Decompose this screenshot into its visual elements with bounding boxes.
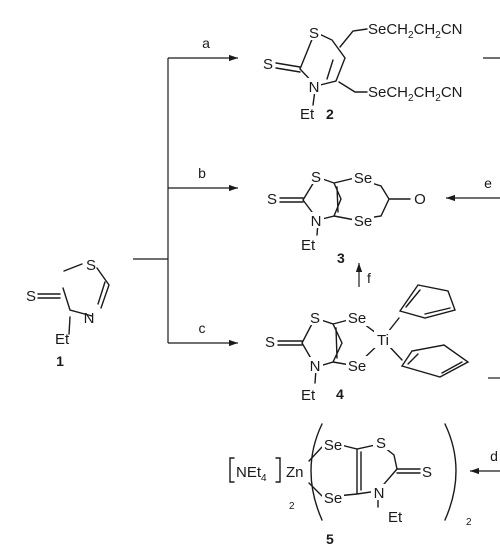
c5-zinc: Zn — [286, 464, 304, 481]
c2-substituent-top: SeCH2CH2CN — [368, 21, 462, 41]
c5-ring-sulfur: S — [376, 435, 386, 452]
c4-nitrogen: N — [310, 358, 321, 375]
c2-number: 2 — [326, 106, 334, 122]
c5-cation: NEt4 — [236, 464, 267, 484]
c3-thione-sulfur: S — [267, 191, 277, 208]
c4-selenium-top: Se — [348, 310, 366, 327]
compound-1: S S N Et 1 — [26, 257, 110, 369]
c1-ring-sulfur: S — [86, 257, 96, 274]
c3-ethyl: Et — [301, 237, 316, 254]
c5-nitrogen: N — [374, 485, 385, 502]
c1-number: 1 — [56, 353, 64, 369]
c5-ethyl: Et — [388, 509, 403, 526]
c4-bonds — [277, 317, 403, 384]
c1-nitrogen: N — [84, 310, 95, 327]
arrow-a-label: a — [202, 35, 210, 51]
c5-cation-bracket — [229, 457, 281, 483]
c1-ethyl: Et — [55, 331, 70, 348]
c3-oxygen: O — [414, 191, 426, 208]
c2-thione-sulfur: S — [263, 56, 273, 73]
c3-number: 3 — [337, 250, 345, 266]
c2-ring-sulfur: S — [309, 25, 319, 42]
c5-selenium-top: Se — [324, 437, 342, 454]
c2-bonds — [275, 28, 368, 106]
cp-ring-top-icon — [398, 284, 456, 319]
c4-selenium-bottom: Se — [348, 358, 366, 375]
arrow-e-label: e — [484, 175, 492, 191]
c5-left-parenthesis — [310, 423, 323, 521]
c5-thione-sulfur: S — [422, 464, 432, 481]
c4-ring-sulfur: S — [310, 310, 320, 327]
compound-5: NEt4 Zn 2 2 Se Se S S N Et 5 d — [229, 423, 500, 547]
compound-2: S S N Et 2 SeCH2CH2CN SeCH2CH2CN — [263, 21, 500, 123]
c4-number: 4 — [336, 386, 344, 402]
branch-arrows: a b c — [133, 35, 238, 347]
compound-4: S S N Se Se Ti Et 4 — [265, 284, 500, 404]
compound-3: S S N Se Se O Et 3 e — [267, 168, 500, 266]
c1-thione-sulfur: S — [26, 288, 36, 305]
arrow-f-label: f — [367, 270, 371, 286]
c5-right-parenthesis — [444, 423, 457, 521]
c2-ethyl: Et — [300, 106, 315, 123]
c2-substituent-bottom: SeCH2CH2CN — [368, 84, 462, 104]
c3-nitrogen: N — [311, 213, 322, 230]
c3-bonds — [279, 176, 411, 236]
c1-bonds — [37, 263, 110, 335]
c4-thione-sulfur: S — [265, 334, 275, 351]
c5-bonds — [308, 443, 421, 508]
c5-outer-subscript: 2 — [466, 517, 472, 528]
c4-ethyl: Et — [301, 387, 316, 404]
c3-selenium-top: Se — [354, 170, 372, 187]
c5-selenium-bottom: Se — [324, 490, 342, 507]
arrow-b-label: b — [198, 165, 206, 181]
arrow-d-label: d — [490, 448, 498, 464]
c5-zinc-subscript: 2 — [289, 501, 295, 512]
c3-selenium-bottom: Se — [354, 213, 372, 230]
c2-nitrogen: N — [309, 79, 320, 96]
arrow-c-label: c — [199, 320, 206, 336]
cp-ring-bottom-icon — [400, 344, 470, 378]
c4-titanium: Ti — [377, 332, 389, 349]
c5-number: 5 — [326, 531, 334, 547]
c3-ring-sulfur: S — [311, 169, 321, 186]
